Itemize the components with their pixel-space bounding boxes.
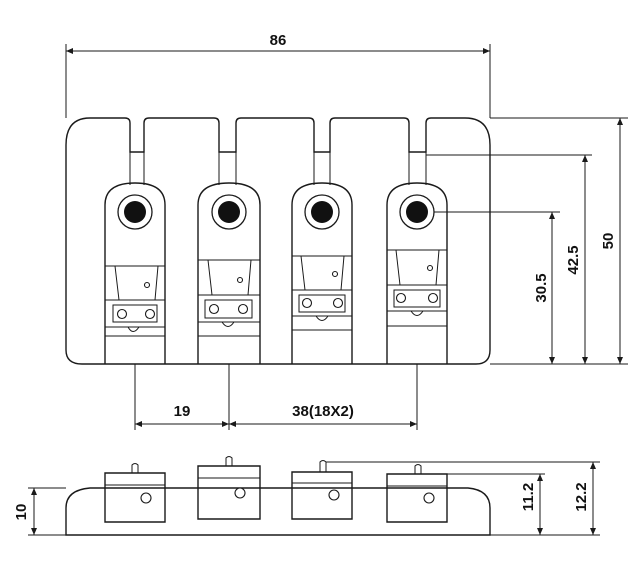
saddle-1 — [104, 182, 166, 364]
height-to-hole-label: 30.5 — [533, 273, 550, 302]
side-height-high-label: 12.2 — [573, 482, 590, 511]
side-view — [65, 456, 491, 536]
dimension-heights: 30.5 42.5 50 — [426, 117, 628, 365]
top-view — [65, 117, 491, 365]
spacing-total-label: 38(18X2) — [292, 403, 354, 420]
saddle-2 — [197, 182, 261, 364]
string-slots — [129, 152, 427, 185]
screw-icon — [427, 292, 439, 304]
screw-icon — [116, 308, 128, 320]
height-to-slot-label: 42.5 — [565, 245, 582, 274]
spacing-first-label: 19 — [174, 403, 191, 420]
screw-icon — [237, 303, 249, 315]
screw-icon — [144, 308, 156, 320]
screw-icon — [301, 297, 313, 309]
side-base-outline — [65, 487, 491, 536]
dimension-overall-width: 86 — [65, 32, 491, 118]
dimension-side: 10 11.2 12.2 — [13, 461, 600, 536]
side-saddle-4 — [386, 464, 448, 523]
overall-width-label: 86 — [270, 32, 287, 49]
screw-icon — [395, 292, 407, 304]
screw-icon — [332, 297, 344, 309]
overall-depth-label: 50 — [600, 233, 617, 250]
saddle-4 — [386, 182, 448, 364]
side-saddle-3 — [291, 460, 353, 520]
side-saddle-2 — [197, 456, 261, 520]
side-base-height-label: 10 — [13, 504, 30, 521]
base-plate-outline — [65, 117, 491, 365]
dimension-saddle-spacing: 19 38(18X2) — [134, 364, 418, 430]
side-height-low-label: 11.2 — [520, 483, 537, 511]
screw-icon — [208, 303, 220, 315]
saddle-3 — [291, 182, 353, 364]
side-saddle-1 — [104, 463, 166, 523]
